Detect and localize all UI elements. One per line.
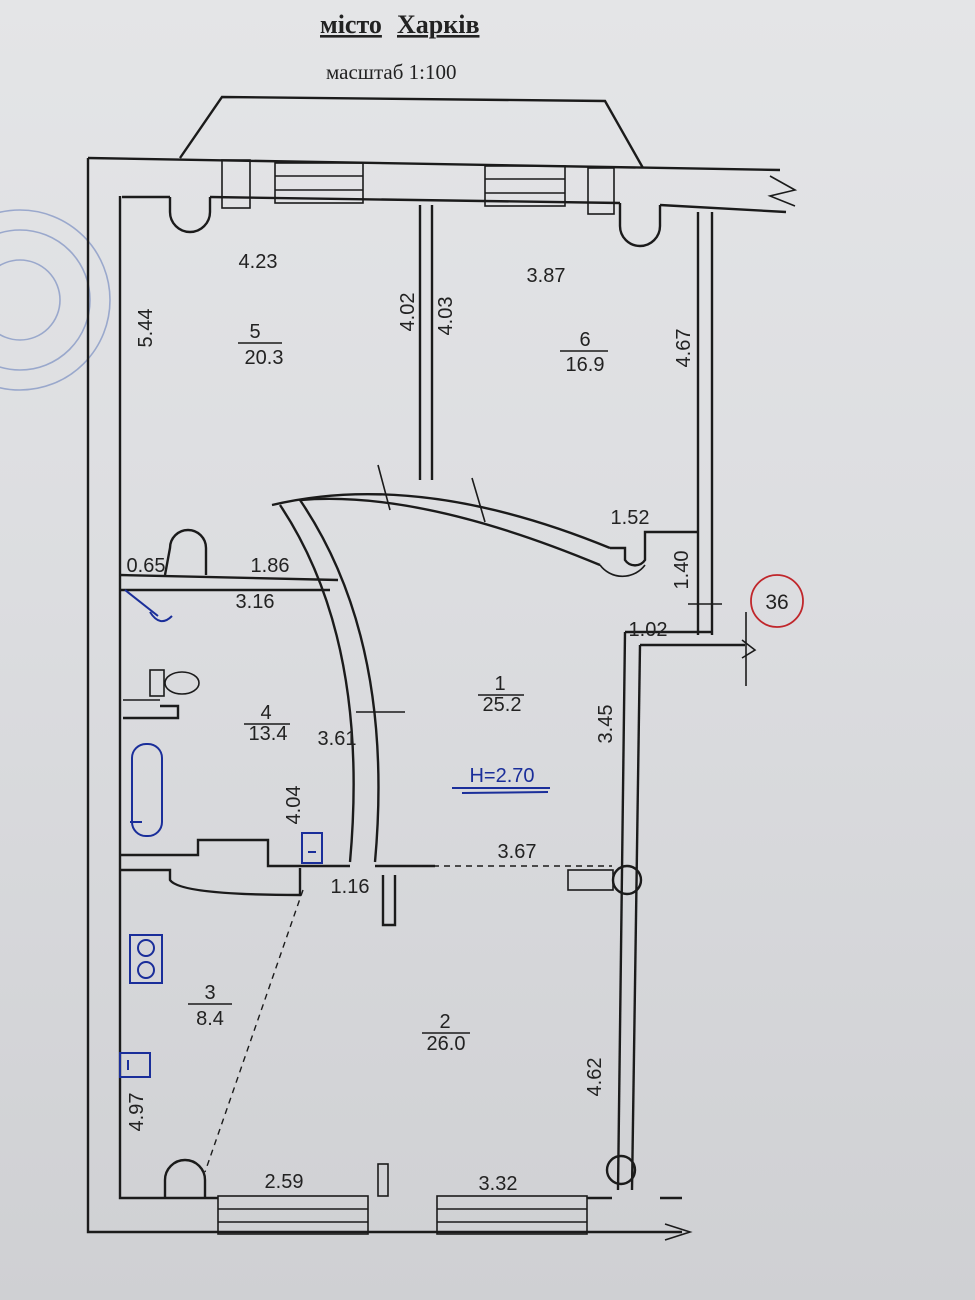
svg-text:25.2: 25.2 <box>483 694 522 716</box>
dim-label: 1.52 <box>611 507 650 529</box>
dim-label: 3.32 <box>479 1173 518 1195</box>
dim-label: 2.59 <box>265 1171 304 1193</box>
dim-label: 5.44 <box>135 309 157 348</box>
sheet-number: 36 <box>765 591 788 614</box>
svg-text:26.0: 26.0 <box>427 1033 466 1055</box>
room-label-6: 6 16.9 <box>560 329 608 376</box>
radiator-niche <box>168 197 212 234</box>
dim-label: 1.16 <box>331 876 370 898</box>
top-windows <box>221 159 615 215</box>
svg-text:6: 6 <box>579 329 590 351</box>
official-stamp <box>0 209 111 391</box>
dim-label: 1.86 <box>251 555 290 577</box>
svg-text:3: 3 <box>204 982 215 1004</box>
stove-icon <box>129 934 163 984</box>
room-label-1: 1 25.2 <box>478 673 524 716</box>
dim-label: 3.87 <box>527 265 566 287</box>
dim-label: 1.40 <box>671 551 693 590</box>
svg-text:1: 1 <box>494 673 505 695</box>
svg-text:16.9: 16.9 <box>566 354 605 376</box>
dim-label: 3.67 <box>498 841 537 863</box>
interior-walls <box>119 205 747 1235</box>
ceiling-height-underline <box>452 787 550 794</box>
dim-label: 3.61 <box>318 728 357 750</box>
zone-divider <box>204 889 304 1173</box>
dim-label: 4.23 <box>239 251 278 273</box>
boiler-icon <box>301 832 323 864</box>
dim-label: 4.04 <box>283 786 305 825</box>
svg-text:13.4: 13.4 <box>249 723 288 745</box>
radiator-niche <box>618 203 662 248</box>
dim-label: 4.67 <box>673 329 695 368</box>
shower-icon <box>124 589 173 623</box>
dim-label: 4.62 <box>584 1058 606 1097</box>
scale-label: масштаб 1:100 <box>326 60 456 84</box>
svg-text:4: 4 <box>260 702 271 724</box>
svg-text:2: 2 <box>439 1011 450 1033</box>
room-label-4: 4 13.4 <box>244 702 290 745</box>
city-name: Харків <box>397 10 479 39</box>
svg-text:8.4: 8.4 <box>196 1008 224 1030</box>
dim-label: 3.45 <box>595 705 617 744</box>
dim-label: 1.02 <box>629 619 668 641</box>
room-label-3: 3 8.4 <box>188 982 232 1030</box>
dim-label: 3.16 <box>236 591 275 613</box>
ceiling-height: H=2.70 <box>469 765 534 787</box>
room-label-2: 2 26.0 <box>422 1011 470 1055</box>
toilet-icon <box>149 669 200 697</box>
outer-walls <box>86 95 798 1241</box>
svg-text:5: 5 <box>249 321 260 343</box>
sheet-number-circle <box>750 574 804 628</box>
dim-label: 4.03 <box>435 297 457 336</box>
svg-text:20.3: 20.3 <box>245 347 284 369</box>
room-label-5: 5 20.3 <box>238 321 283 369</box>
dim-label: 0.65 <box>127 555 166 577</box>
sink-icon <box>119 1052 151 1078</box>
dim-label: 4.97 <box>126 1093 148 1132</box>
city-prefix: місто <box>320 10 382 39</box>
dim-label: 4.02 <box>397 293 419 332</box>
bathtub-icon <box>130 743 163 837</box>
